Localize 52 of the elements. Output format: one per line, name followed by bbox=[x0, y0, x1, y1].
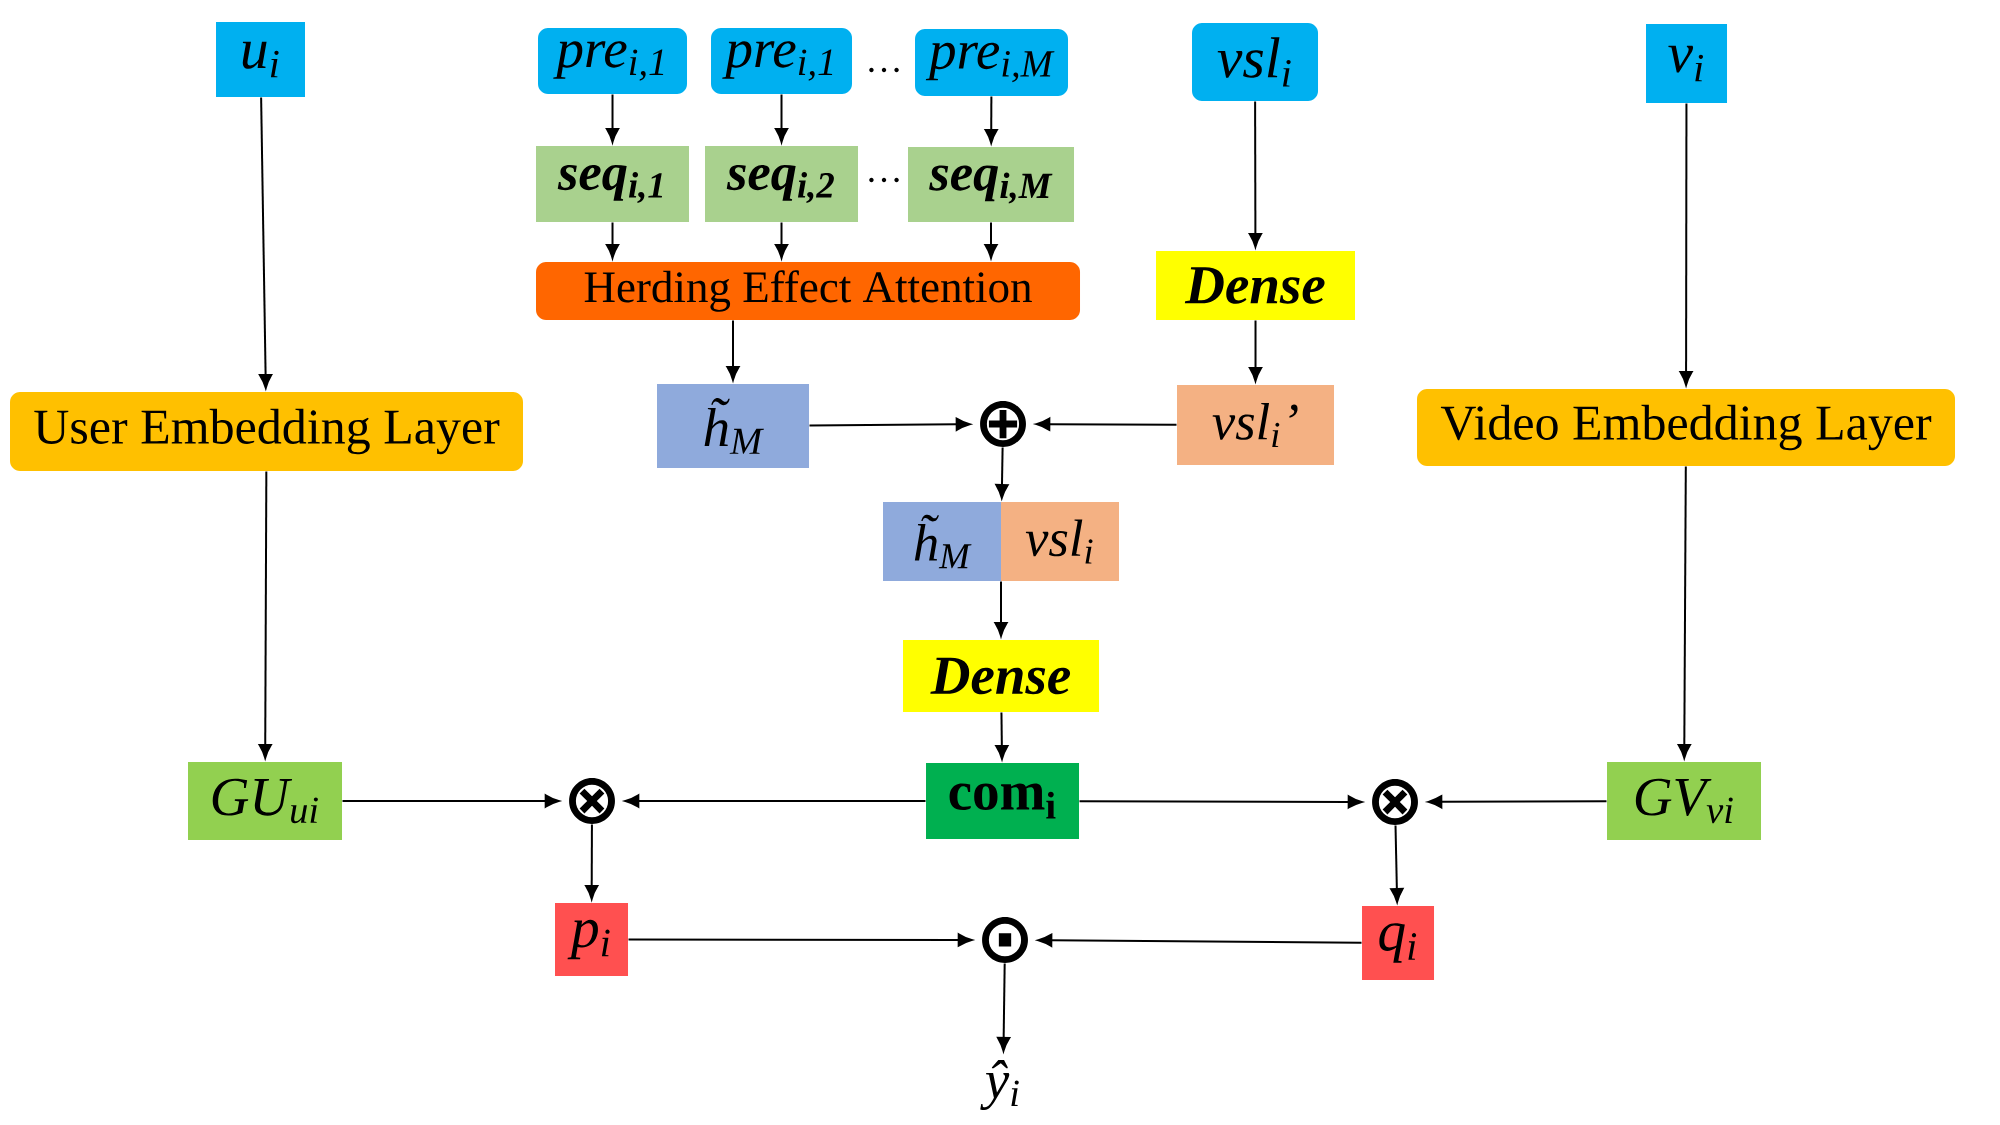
arrow bbox=[994, 580, 1008, 637]
input-box: pre$_{i,1}$ bbox=[538, 28, 687, 94]
dense-layer-box: Dense bbox=[1156, 251, 1355, 320]
arrow bbox=[585, 823, 599, 900]
arrow bbox=[1390, 824, 1404, 903]
vector-box: p$_{i}$ bbox=[555, 903, 628, 976]
vector-box: com$_{i}$ bbox=[926, 763, 1079, 839]
arrow bbox=[1427, 795, 1608, 809]
ellipsis: … bbox=[869, 67, 899, 73]
arrow bbox=[258, 96, 273, 389]
arrow bbox=[808, 417, 971, 431]
vector-box: vsl$_{i}$’ bbox=[1177, 385, 1334, 465]
arrow bbox=[258, 470, 272, 759]
sequence-box: seq$_{i,M}$ bbox=[908, 147, 1074, 222]
input-box: vsl$_{i}$ bbox=[1192, 23, 1318, 101]
sequence-box: seq$_{i,1}$ bbox=[536, 146, 689, 222]
input-box: pre$_{i,1}$ bbox=[711, 28, 852, 94]
arrow bbox=[726, 319, 740, 381]
operator-symbol: ⊗ bbox=[569, 778, 615, 824]
input-box: v$_{i}$ bbox=[1646, 24, 1727, 103]
attention-layer-box: Herding Effect Attention bbox=[536, 262, 1080, 320]
output-label: ŷ$_{i}$ bbox=[980, 1059, 1019, 1111]
vector-box: GU$_{ui}$ bbox=[188, 762, 342, 840]
dense-layer-box: Dense bbox=[903, 640, 1099, 712]
operator-symbol: ⊕ bbox=[980, 401, 1026, 447]
vector-box: vsl$_{i}$ bbox=[1001, 502, 1119, 581]
sequence-box: seq$_{i,2}$ bbox=[705, 146, 858, 222]
arrow bbox=[984, 95, 998, 144]
vector-box: GV$_{vi}$ bbox=[1607, 762, 1761, 840]
arrow bbox=[997, 962, 1011, 1052]
arrow bbox=[1248, 100, 1263, 248]
arrow bbox=[627, 933, 973, 947]
arrow bbox=[995, 711, 1009, 760]
ellipsis: … bbox=[869, 177, 899, 183]
embedding-layer-box: Video Embedding Layer bbox=[1417, 389, 1955, 466]
arrow bbox=[1035, 417, 1178, 431]
arrow bbox=[1078, 795, 1363, 809]
vector-box: h̃$_{M}$ bbox=[883, 502, 1001, 581]
operator-symbol: ⊗ bbox=[1372, 779, 1418, 825]
input-box: pre$_{i,M}$ bbox=[915, 29, 1068, 96]
arrow bbox=[1679, 102, 1693, 386]
input-box: u$_{i}$ bbox=[216, 22, 305, 97]
vector-box: h̃$_{M}$ bbox=[657, 384, 809, 468]
vector-box: q$_{i}$ bbox=[1362, 906, 1434, 980]
operator-symbol: ⊙ bbox=[982, 917, 1028, 963]
arrow bbox=[984, 221, 998, 259]
arrow bbox=[1677, 465, 1691, 759]
arrow bbox=[1037, 933, 1363, 947]
arrow bbox=[624, 794, 927, 808]
arrow bbox=[995, 446, 1009, 499]
arrow bbox=[341, 794, 560, 808]
embedding-layer-box: User Embedding Layer bbox=[10, 392, 523, 471]
